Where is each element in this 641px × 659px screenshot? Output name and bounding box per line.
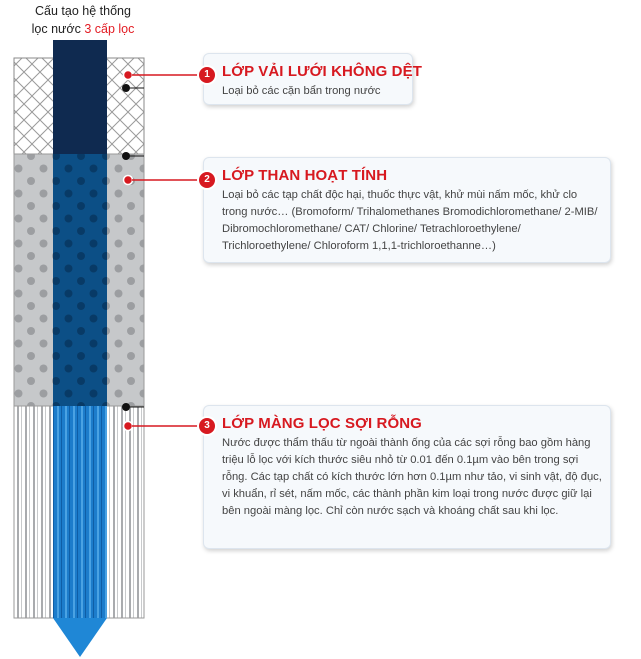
layer-description-2: Loại bỏ các tạp chất độc hại, thuốc thực… — [222, 189, 598, 252]
core-middle — [53, 154, 107, 406]
marker-dot-2 — [122, 174, 134, 186]
layer-description-3: Nước được thẩm thấu từ ngoài thành ống c… — [222, 437, 602, 517]
core-bottom — [53, 406, 107, 618]
layer-description-1: Loại bỏ các cặn bẩn trong nước — [222, 85, 381, 97]
layer-title-2: LỚP THAN HOẠT TÍNH — [222, 167, 388, 184]
boundary-marker-3 — [122, 403, 130, 411]
layer-card-3: LỚP MÀNG LỌC SỢI RỖNG Nước được thẩm thấ… — [203, 405, 611, 549]
layer-number-badge-2: 2 — [199, 172, 215, 188]
header-line-2: lọc nước 3 cấp lọc — [0, 20, 166, 38]
marker-dot-3 — [122, 420, 134, 432]
layer-number-badge-3: 3 — [199, 418, 215, 434]
layer-title-3: LỚP MÀNG LỌC SỢI RỖNG — [222, 415, 422, 432]
boundary-marker-1 — [122, 84, 130, 92]
core-top — [53, 40, 107, 154]
layer-card-2: LỚP THAN HOẠT TÍNH Loại bỏ các tạp chất … — [203, 157, 611, 263]
water-outlet-arrow — [53, 618, 107, 657]
diagram-header: Cấu tạo hệ thống lọc nước 3 cấp lọc — [0, 2, 166, 38]
layer-number-badge-1: 1 — [199, 67, 215, 83]
boundary-marker-2 — [122, 152, 130, 160]
layer-card-1: LỚP VẢI LƯỚI KHÔNG DỆT Loại bỏ các cặn b… — [203, 53, 422, 105]
layer-title-1: LỚP VẢI LƯỚI KHÔNG DỆT — [222, 63, 422, 80]
header-line-1: Cấu tạo hệ thống — [35, 4, 131, 18]
marker-dot-1 — [122, 69, 134, 81]
header-line-2-prefix: lọc nước — [31, 22, 85, 36]
header-accent: 3 cấp lọc — [84, 22, 135, 36]
